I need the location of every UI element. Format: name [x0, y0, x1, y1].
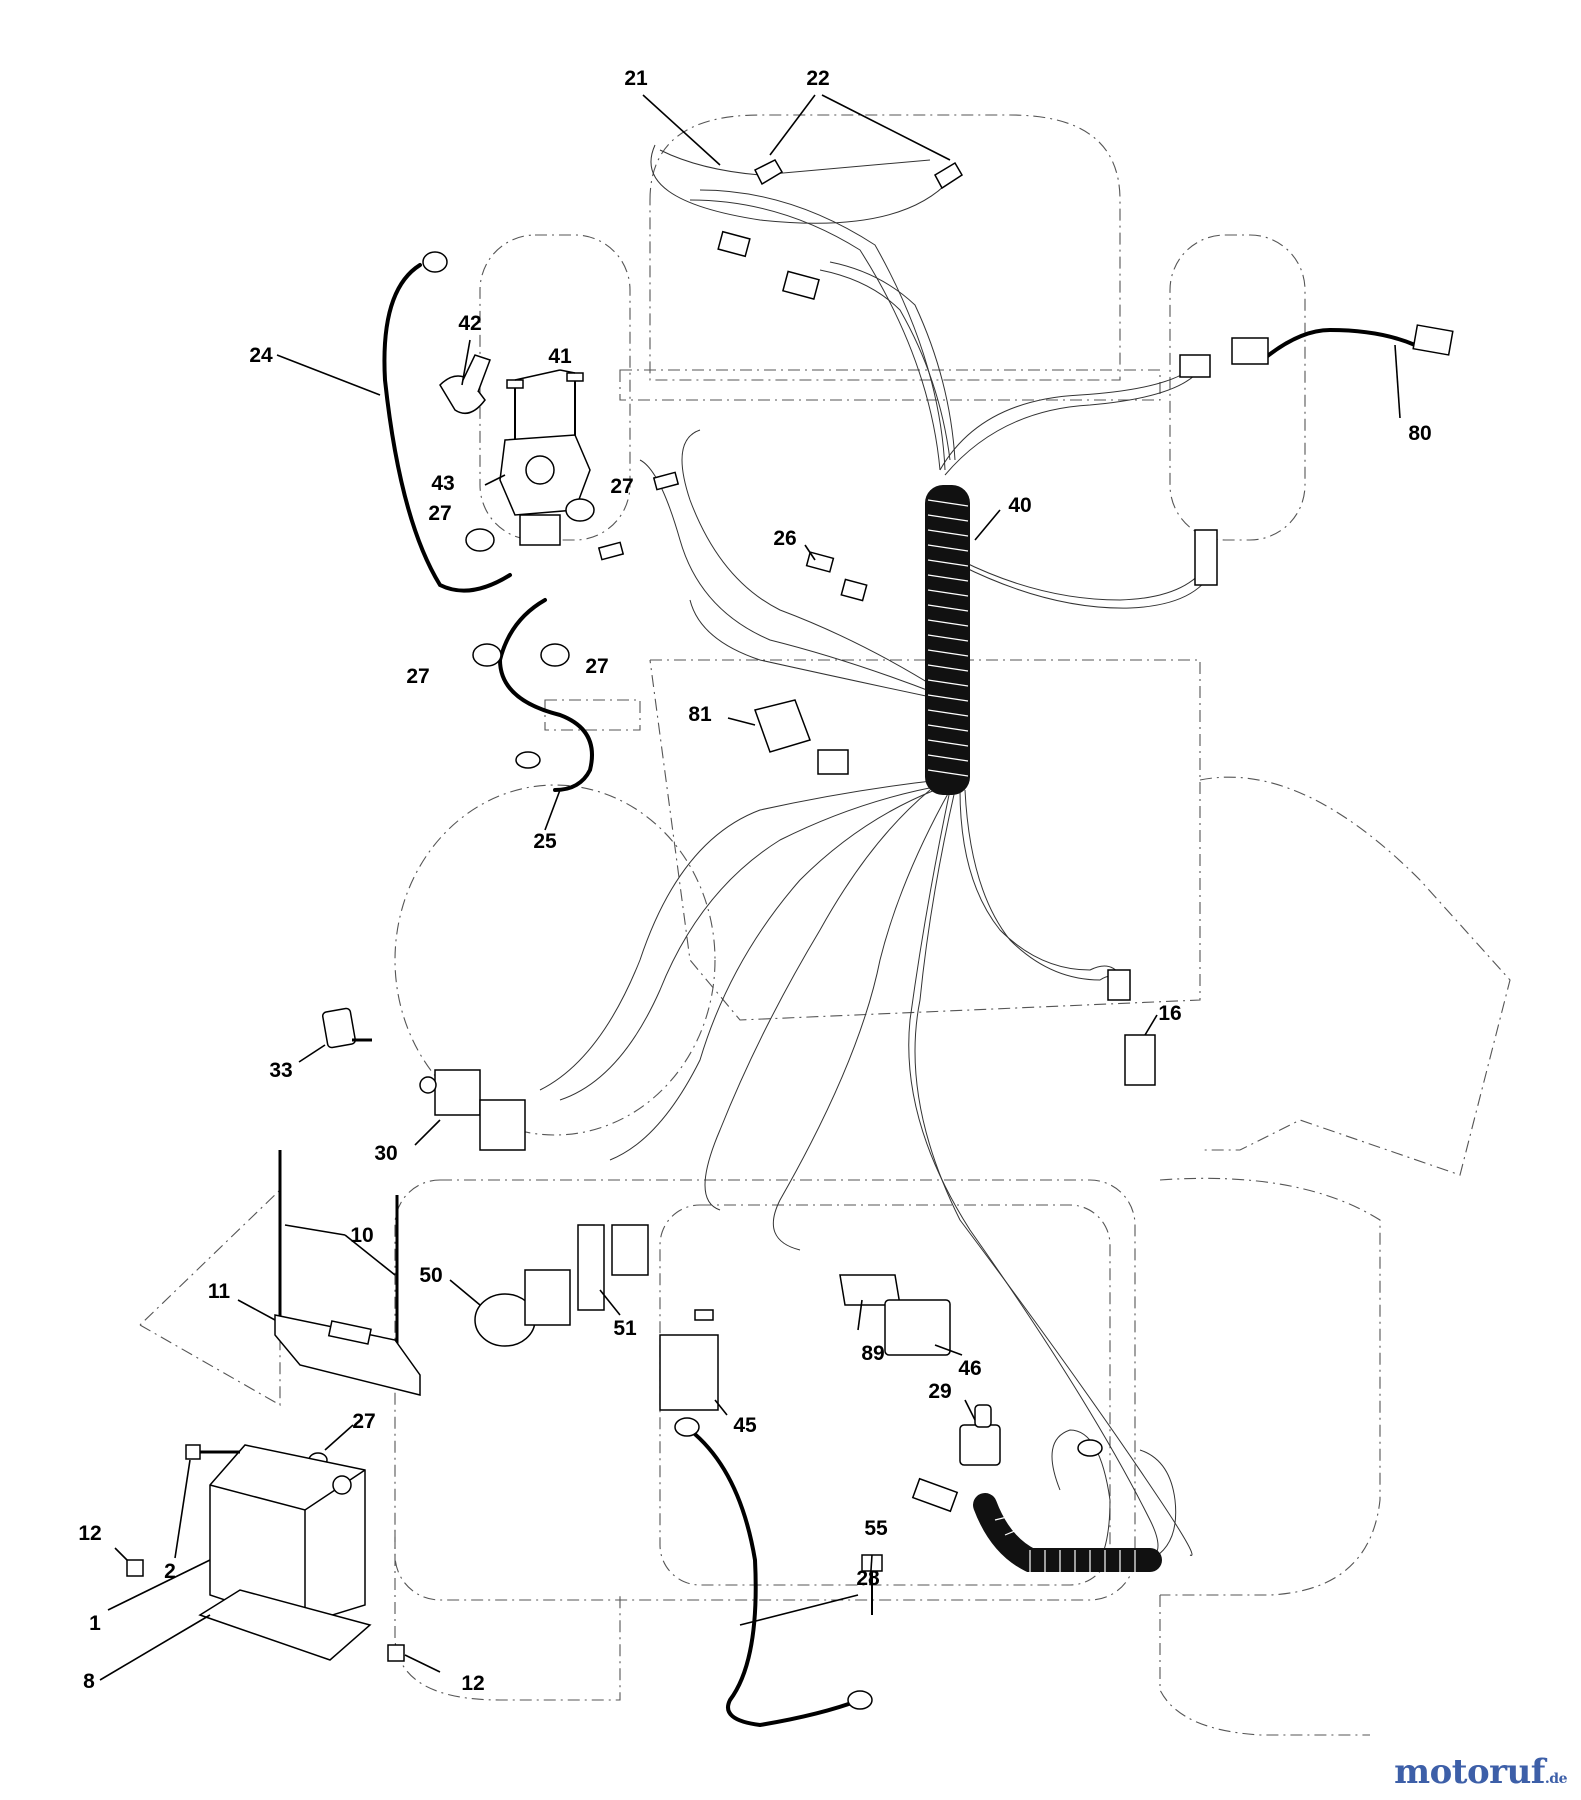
callout-45: 45 — [733, 1414, 757, 1437]
callout-labels: 21 22 24 42 41 43 27 27 27 27 27 40 26 8… — [78, 67, 1431, 1695]
callout-16: 16 — [1158, 1002, 1181, 1025]
leader-lines — [99, 94, 1401, 1681]
callout-24: 24 — [249, 344, 273, 367]
callout-26: 26 — [773, 527, 796, 550]
callout-25: 25 — [533, 830, 557, 853]
callout-42: 42 — [458, 312, 481, 335]
parts — [126, 159, 1454, 1662]
callout-27-a: 27 — [428, 502, 451, 525]
watermark-logo: motoruf.de — [1394, 1752, 1567, 1792]
callout-51: 51 — [613, 1317, 637, 1340]
callout-89: 89 — [861, 1342, 884, 1365]
callout-10: 10 — [350, 1224, 373, 1247]
callout-27-d: 27 — [585, 655, 608, 678]
callout-43: 43 — [431, 472, 454, 495]
callout-27-b: 27 — [610, 475, 633, 498]
wire-harness — [539, 144, 1216, 1561]
callout-1: 1 — [89, 1612, 101, 1635]
callout-50: 50 — [419, 1264, 442, 1287]
battery-cables — [382, 251, 1417, 1728]
watermark-suffix: .de — [1544, 1771, 1568, 1787]
callout-8: 8 — [83, 1670, 95, 1693]
callout-28: 28 — [856, 1567, 880, 1590]
lower-spiral-wrap — [973, 1493, 1162, 1572]
spiral-wrap — [925, 485, 970, 795]
callout-80: 80 — [1408, 422, 1431, 445]
callout-27-e: 27 — [352, 1410, 375, 1433]
callout-81: 81 — [688, 703, 712, 726]
callout-40: 40 — [1008, 494, 1031, 517]
callout-2: 2 — [164, 1560, 176, 1583]
callout-46: 46 — [958, 1357, 981, 1380]
callout-12-b: 12 — [461, 1672, 484, 1695]
callout-22: 22 — [806, 67, 829, 90]
callout-12-a: 12 — [78, 1522, 101, 1545]
callout-21: 21 — [624, 67, 648, 90]
callout-27-c: 27 — [406, 665, 429, 688]
callout-33: 33 — [269, 1059, 292, 1082]
callout-30: 30 — [374, 1142, 397, 1165]
callout-29: 29 — [928, 1380, 951, 1403]
callout-55: 55 — [864, 1517, 888, 1540]
callout-11: 11 — [208, 1280, 231, 1303]
callout-41: 41 — [548, 345, 572, 368]
watermark-main: motoruf — [1394, 1752, 1545, 1792]
